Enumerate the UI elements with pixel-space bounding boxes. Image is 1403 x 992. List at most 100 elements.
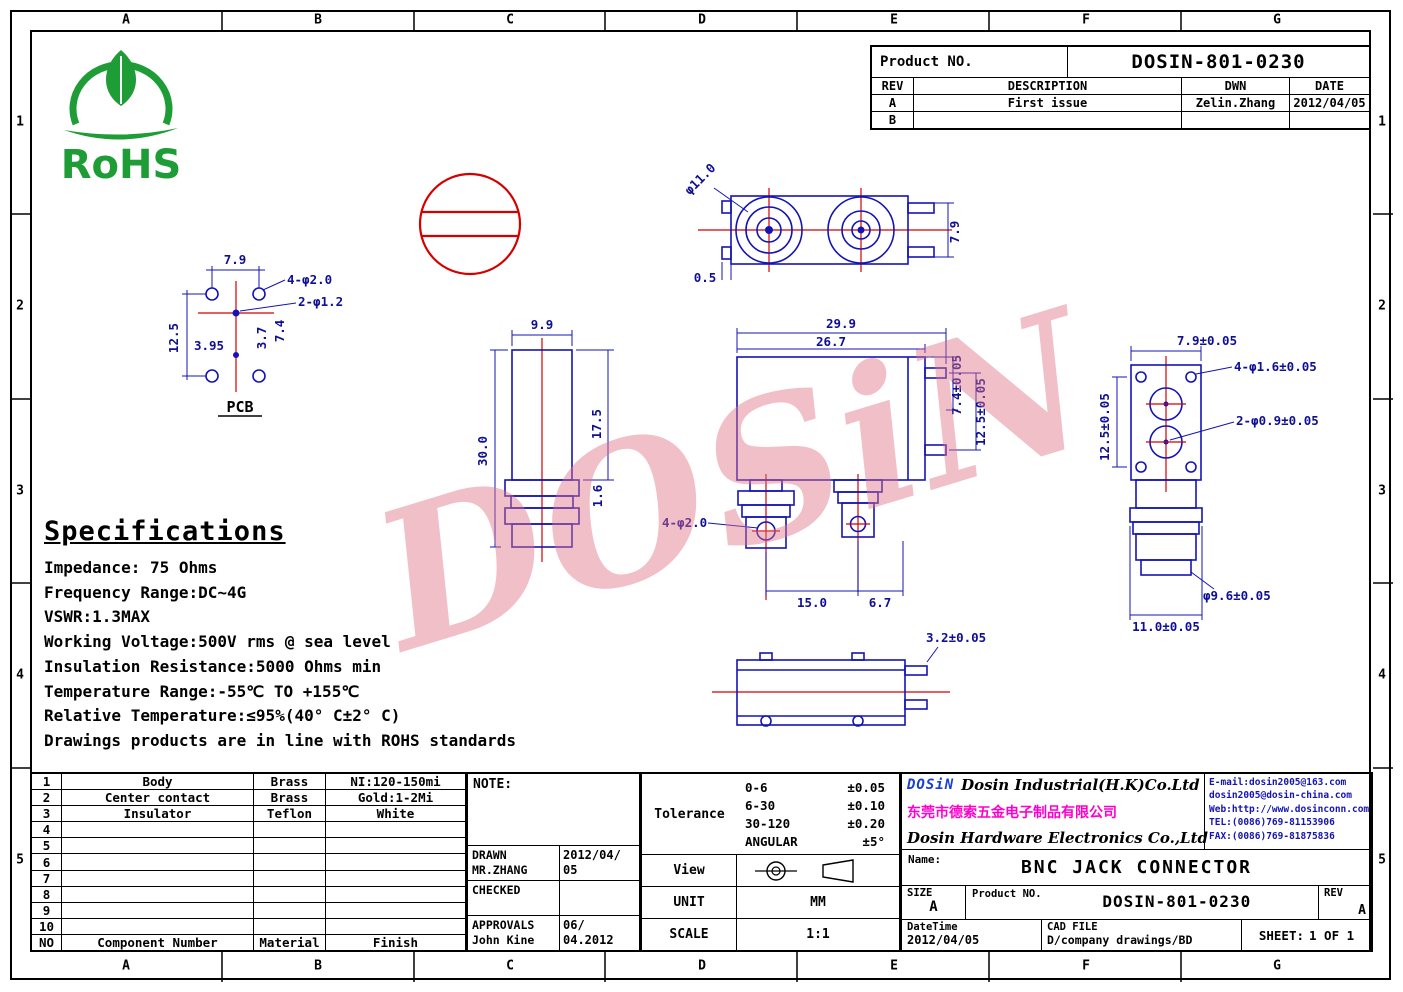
tolerance-row: ANGULAR±5° — [745, 833, 885, 849]
scale-row: SCALE 1:1 — [642, 919, 899, 950]
part-name: BNC JACK CONNECTOR — [1020, 857, 1253, 878]
spec-line: Insulation Resistance:5000 Ohms min — [44, 656, 382, 676]
grid-col-label: E — [890, 958, 898, 974]
company-email-2: dosin2005@dosin-china.com — [1209, 790, 1352, 802]
tolerance-row: 0-6±0.05 — [745, 779, 885, 795]
tolerance-row: 6-30±0.10 — [745, 797, 885, 813]
size-cell: SIZE A — [902, 886, 966, 919]
approvals-row: APPROVALS John Kine 06/ 04.2012 — [468, 916, 639, 950]
drawn-label: DRAWN — [472, 848, 507, 862]
scale-value: 1:1 — [806, 927, 830, 942]
company-name-en1: Dosin Industrial(H.K)Co.Ltd — [961, 776, 1200, 794]
grid-col-label: G — [1273, 958, 1281, 974]
revision-block: Product NO. DOSIN-801-0230 REV DESCRIPTI… — [870, 45, 1371, 130]
note-label: NOTE: — [468, 774, 639, 846]
grid-col-label: A — [122, 12, 130, 28]
spec-line: Impedance: 75 Ohms — [44, 558, 218, 577]
cad-file-cell: CAD FILE D/company drawings/BD — [1042, 920, 1242, 950]
checked-label: CHECKED — [472, 883, 521, 897]
grid-col-label: D — [698, 12, 706, 28]
spec-line: VSWR:1.3MAX — [44, 607, 150, 627]
grid-col-label: F — [1082, 12, 1090, 28]
rev-cell: REV A — [1324, 887, 1366, 918]
table-row: 6 — [32, 853, 465, 870]
drawn-name: MR.ZHANG — [472, 863, 528, 877]
table-row: 7 — [32, 869, 465, 886]
rohs-leaf-icon — [64, 50, 178, 140]
unit-value: MM — [810, 895, 826, 910]
company-fax: FAX:(0086)769-81875836 — [1209, 830, 1335, 842]
rohs-logo: RoHS — [46, 46, 196, 188]
spec-line: Working Voltage:500V rms @ sea level — [44, 632, 391, 652]
grid-col-label: C — [506, 12, 514, 28]
part-name-row: Name: BNC JACK CONNECTOR — [902, 850, 1371, 886]
drawn-date: 2012/04/ 05 — [563, 848, 621, 877]
name-label: Name: — [908, 853, 942, 866]
view-row: View — [642, 855, 899, 887]
company-tel: TEL:(0086)769-81153906 — [1209, 817, 1335, 829]
approvals-date: 06/ 04.2012 — [563, 918, 614, 947]
grid-col-label: G — [1273, 12, 1281, 28]
company-name-en2: Dosin Hardware Electronics Co.,Ltd — [907, 829, 1209, 847]
grid-row-label: 5 — [16, 852, 24, 868]
grid-row-label: 4 — [16, 667, 24, 683]
checked-row: CHECKED — [468, 881, 639, 916]
table-row: 10 — [32, 917, 465, 934]
spec-line: Frequency Range:DC~4G — [44, 582, 247, 602]
company-web: Web:http://www.dosinconn.com — [1209, 803, 1370, 815]
approvals-label: APPROVALS — [472, 918, 535, 932]
scale-label: SCALE — [642, 919, 737, 950]
grid-row-label: 4 — [1378, 667, 1386, 683]
grid-row-label: 2 — [16, 298, 24, 314]
grid-col-label: A — [122, 958, 130, 974]
grid-col-label: D — [698, 958, 706, 974]
revision-row: A First issue Zelin.Zhang 2012/04/05 — [872, 94, 1369, 111]
grid-col-label: F — [1082, 958, 1090, 974]
dosin-logo: DOSiN — [907, 777, 955, 793]
grid-row-label: 5 — [1378, 852, 1386, 868]
approvals-name: John Kine — [472, 933, 535, 947]
table-row: 8 — [32, 885, 465, 902]
tolerance-label: Tolerance — [654, 806, 725, 822]
spec-line: Temperature Range:-55℃ TO +155℃ — [44, 681, 360, 701]
company-title-block: DOSiN Dosin Industrial(H.K)Co.Ltd 东莞市德索五… — [900, 772, 1373, 952]
drawn-row: DRAWN MR.ZHANG 2012/04/ 05 — [468, 846, 639, 881]
table-row: 9 — [32, 901, 465, 918]
tolerance-block: Tolerance 0-6±0.05 6-30±0.10 30-120±0.20… — [640, 772, 901, 952]
grid-col-label: E — [890, 12, 898, 28]
outer-border — [10, 10, 1391, 980]
product-no-cell: Product NO. DOSIN-801-0230 — [966, 886, 1319, 919]
product-no-row: Product NO. DOSIN-801-0230 — [872, 47, 1369, 77]
grid-row-label: 2 — [1378, 298, 1386, 314]
tolerance-row: 30-120±0.20 — [745, 815, 885, 831]
product-no-label: Product NO. — [872, 47, 1068, 77]
projection-symbol-icon — [755, 858, 854, 883]
note-block: NOTE: DRAWN MR.ZHANG 2012/04/ 05 CHECKED… — [466, 772, 641, 952]
grid-row-label: 1 — [1378, 114, 1386, 130]
specifications: Specifications Impedance: 75 Ohms Freque… — [44, 516, 549, 754]
grid-col-label: B — [314, 12, 322, 28]
rohs-label: RoHS — [60, 142, 182, 188]
grid-row-label: 3 — [16, 483, 24, 499]
sheet-cell: SHEET: 1 OF 1 — [1258, 927, 1355, 943]
revision-row: B — [872, 111, 1369, 128]
table-row: 4 — [32, 821, 465, 838]
grid-row-label: 1 — [16, 114, 24, 130]
spec-line: Drawings products are in line with ROHS … — [44, 730, 517, 750]
spec-line: Relative Temperature:≤95%(40° C±2° C) — [44, 706, 401, 726]
unit-row: UNIT MM — [642, 887, 899, 919]
datetime-cell: DateTime 2012/04/05 — [902, 920, 1042, 950]
product-no-value: DOSIN-801-0230 — [1131, 51, 1306, 73]
revision-header-row: REV DESCRIPTION DWN DATE — [872, 77, 1369, 94]
unit-label: UNIT — [642, 887, 737, 918]
company-name-cn: 东莞市德索五金电子制品有限公司 — [907, 804, 1117, 821]
company-email-1: E-mail:dosin2005@163.com — [1209, 777, 1347, 788]
grid-col-label: C — [506, 958, 514, 974]
table-row: 5 — [32, 837, 465, 854]
grid-col-label: B — [314, 958, 322, 974]
